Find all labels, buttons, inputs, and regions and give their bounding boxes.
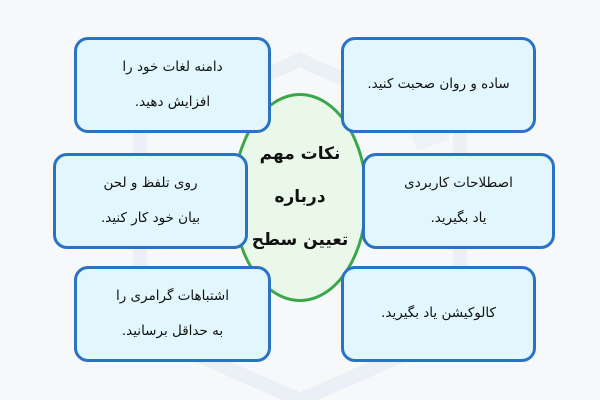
tip-text-line: دامنه لغات خود را	[122, 58, 223, 75]
center-title: نکات مهم درباره تعیین سطح	[232, 93, 368, 302]
tip-text-line: روی تلفظ و لحن	[103, 174, 198, 191]
tip-text-line: ساده و روان صحبت کنید.	[367, 76, 510, 93]
center-title-line-1: نکات مهم	[259, 144, 341, 164]
tip-box-pronunciation: روی تلفظ و لحن بیان خود کار کنید.	[53, 153, 248, 249]
center-title-line-2: درباره	[274, 187, 326, 207]
tip-box-idioms: اصطلاحات کاربردی یاد بگیرید.	[362, 153, 555, 249]
tip-text-line: به حداقل برسانید.	[121, 323, 224, 339]
tip-text-line: یاد بگیرید.	[430, 210, 487, 226]
center-title-line-3: تعیین سطح	[251, 230, 349, 250]
tip-text-line: کالوکیشن یاد بگیرید.	[381, 305, 496, 322]
tip-text-line: اصطلاحات کاربردی	[404, 174, 513, 191]
tip-text-line: اشتباهات گرامری را	[116, 287, 229, 304]
tip-text-line: بیان خود کار کنید.	[100, 210, 201, 226]
tip-box-collocations: کالوکیشن یاد بگیرید.	[341, 266, 536, 362]
tip-text-line: افزایش دهید.	[134, 94, 211, 110]
tip-box-fluency: ساده و روان صحبت کنید.	[341, 37, 536, 133]
